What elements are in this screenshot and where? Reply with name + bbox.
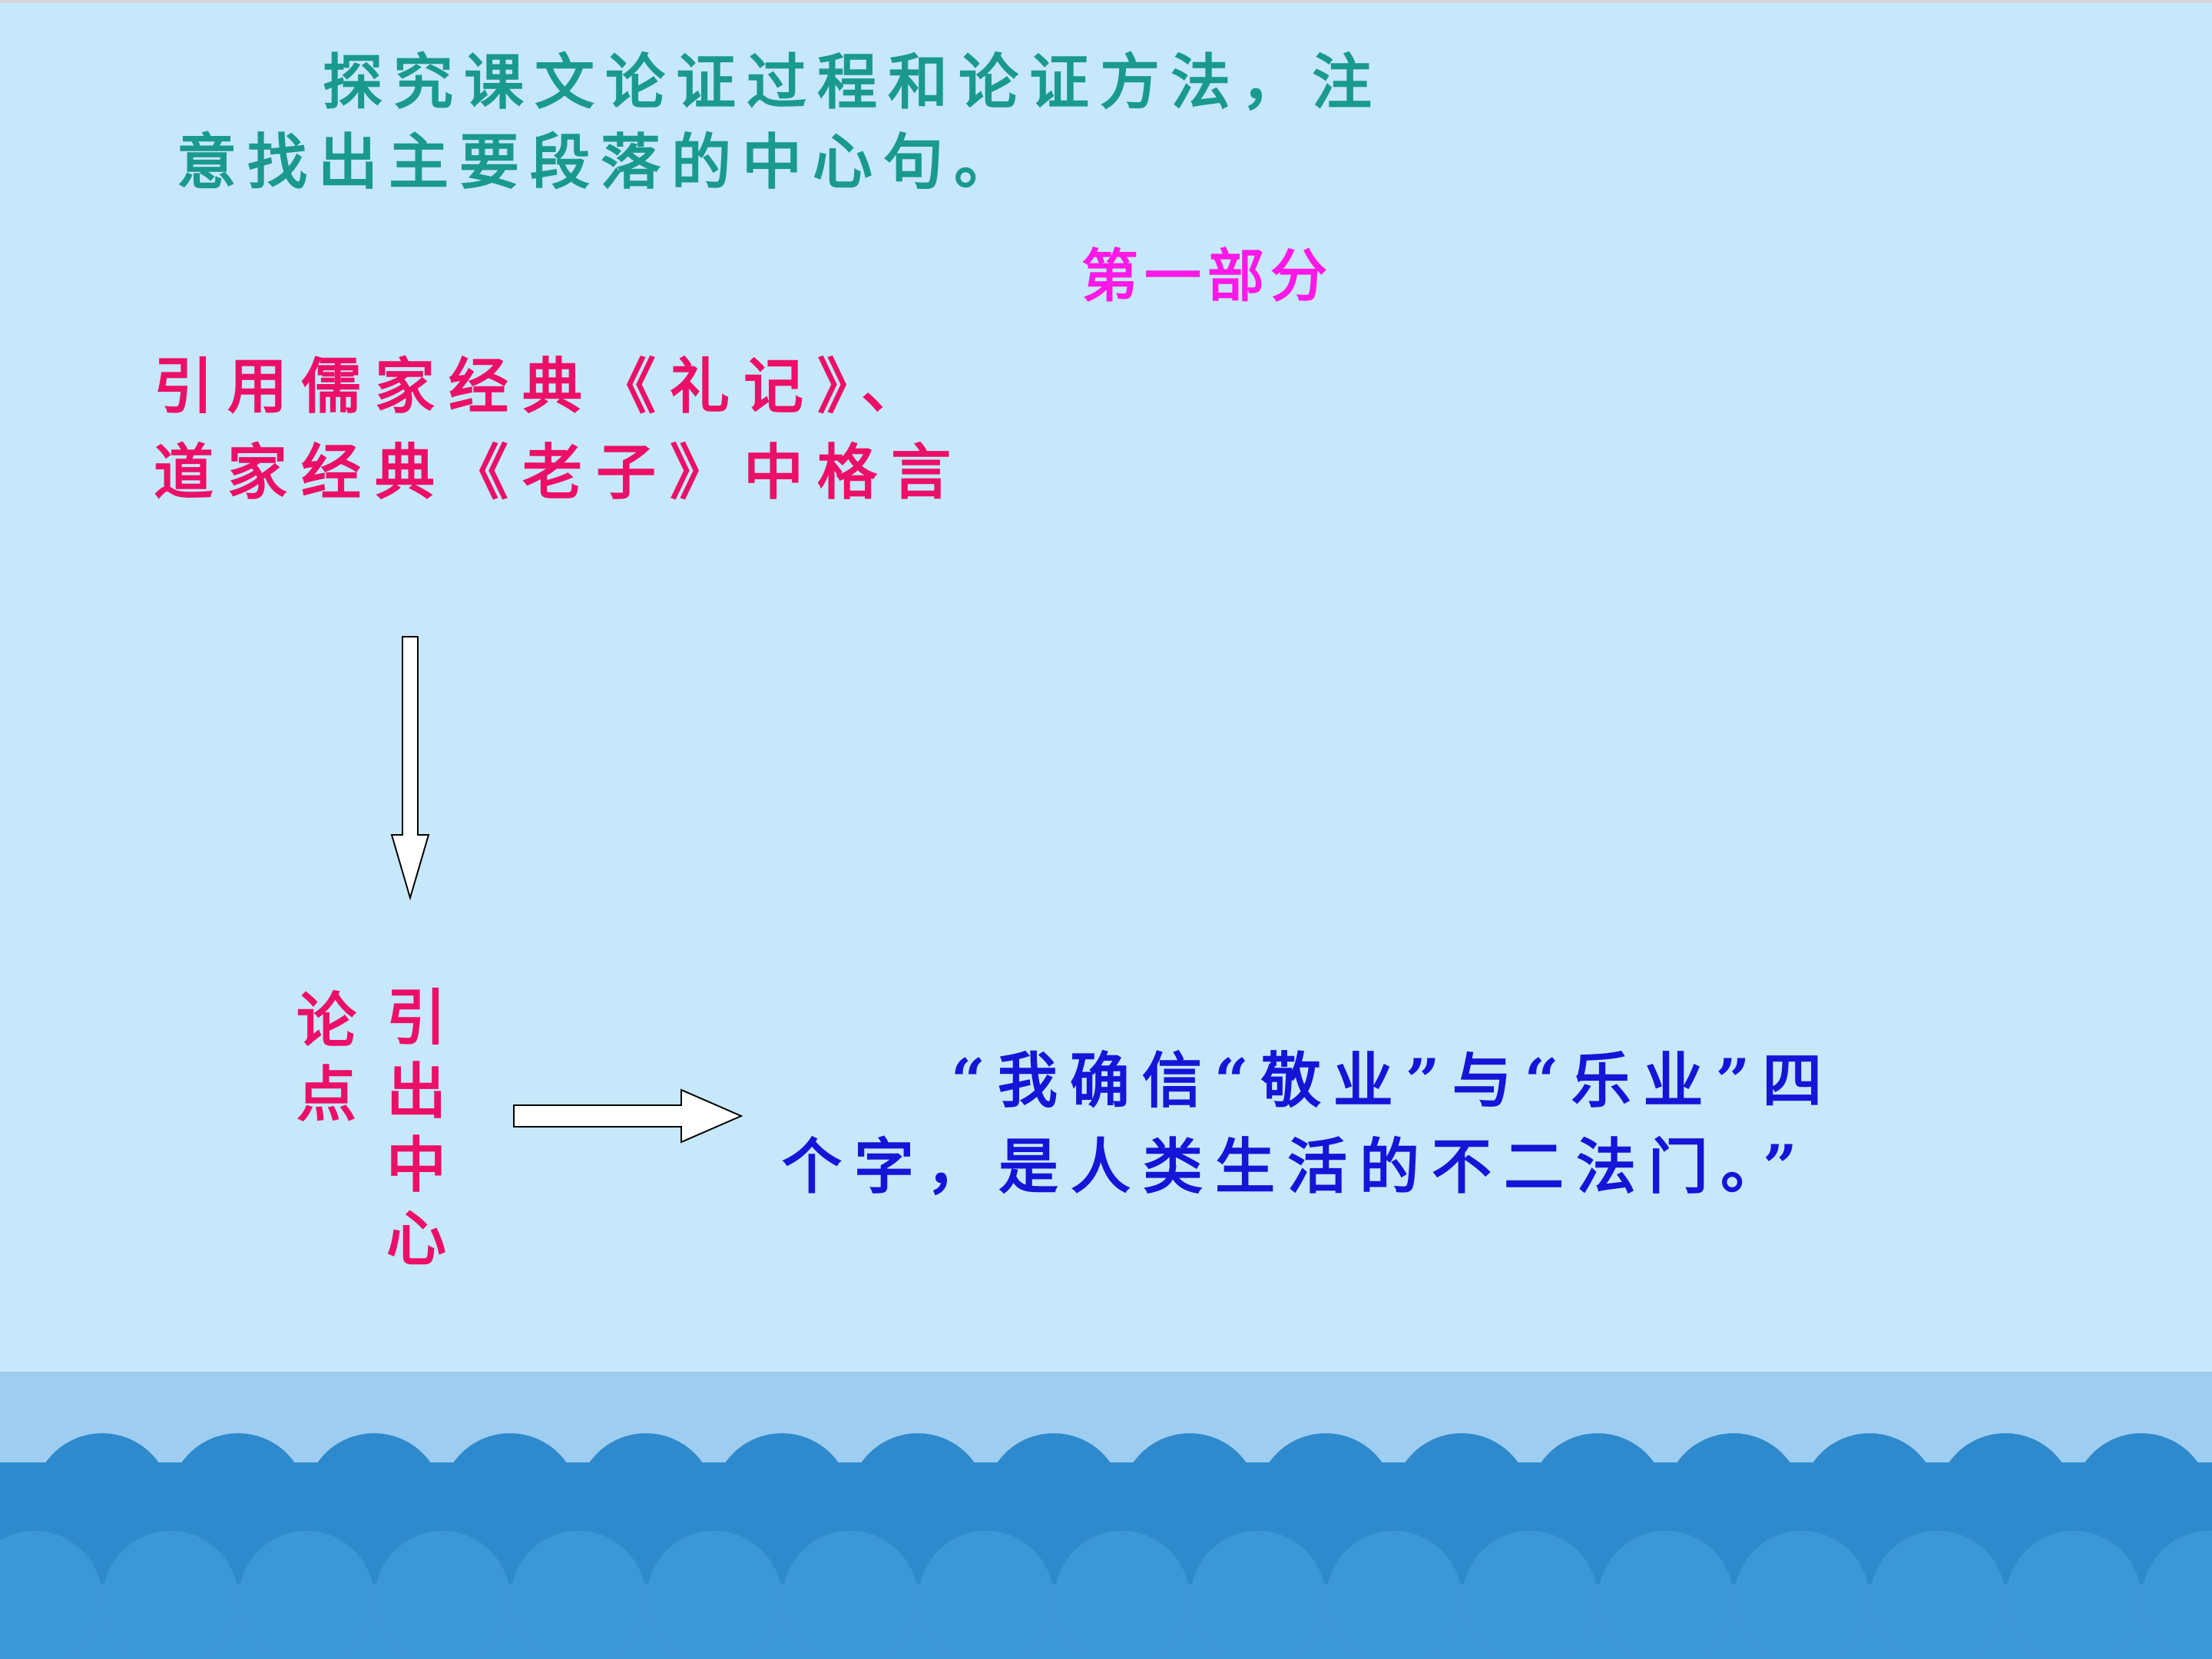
wave-front-bubble	[647, 1531, 782, 1659]
thesis-line-2: 个字，是人类生活的不二法门。”	[782, 1132, 1810, 1202]
instruction-line-2: 意找出主要段落的中心句。	[177, 127, 1025, 197]
thesis-text: “我确信“敬业”与“乐业”四 个字，是人类生活的不二法门。”	[782, 1038, 1834, 1210]
wave-back-bubble	[169, 1433, 307, 1571]
section-title: 第一部分	[1081, 243, 1333, 310]
wave-front-bubble	[1870, 1531, 2005, 1659]
label-lead-center-char-1: 引	[386, 983, 446, 1053]
wave-front-bubble	[239, 1531, 374, 1659]
wave-back-bubble	[33, 1433, 171, 1571]
wave-front-bubble	[1190, 1531, 1326, 1659]
wave-back-bubble	[2072, 1433, 2210, 1571]
quote-source-line-1: 引用儒家经典《礼记》、	[154, 352, 935, 422]
right-arrow	[513, 1088, 743, 1144]
instruction-line-1: 探究课文论证过程和论证方法，注	[323, 48, 1383, 118]
slide-top-edge	[0, 0, 2212, 3]
label-argument-char-2: 点	[296, 1060, 356, 1130]
label-lead-center-char-3: 中	[386, 1131, 446, 1200]
wave-front-bubble	[2142, 1531, 2212, 1659]
wave-back-bubble	[1528, 1433, 1667, 1571]
instruction-text: 探究课文论证过程和论证方法，注 意找出主要段落的中心句。	[177, 43, 1382, 203]
wave-front-bubble	[103, 1531, 238, 1659]
wave-back-bubble	[1257, 1433, 1395, 1571]
label-argument-char-1: 论	[296, 986, 356, 1056]
wave-front-bubble	[0, 1531, 102, 1659]
wave-back-bubble	[1392, 1433, 1531, 1571]
wave-front-bubble	[919, 1531, 1054, 1659]
wave-front-bubble	[1326, 1531, 1462, 1659]
wave-front-bubble	[1055, 1531, 1190, 1659]
label-lead-center: 引 出 中 心	[382, 982, 451, 1277]
label-lead-center-char-2: 出	[386, 1057, 446, 1127]
wave-front-bubble	[2006, 1531, 2141, 1659]
wave-front-bubble	[375, 1531, 510, 1659]
wave-back-bubble	[1800, 1433, 1939, 1571]
label-lead-center-char-4: 心	[386, 1204, 446, 1274]
wave-back-bubble	[849, 1433, 987, 1571]
wave-front-bubble	[1598, 1531, 1734, 1659]
wave-back-bubble	[985, 1433, 1123, 1571]
wave-back-bubble	[713, 1433, 851, 1571]
wave-back-bubble	[1936, 1433, 2075, 1571]
wave-back-bubble	[305, 1433, 443, 1571]
wave-row-front	[0, 1531, 2212, 1659]
label-argument: 论 点	[292, 985, 361, 1132]
thesis-line-1: “我确信“敬业”与“乐业”四	[951, 1046, 1835, 1116]
wave-back-bubble	[1121, 1433, 1259, 1571]
wave-front-bubble	[1462, 1531, 1598, 1659]
quote-source-text: 引用儒家经典《礼记》、 道家经典《老子》中格言	[154, 344, 965, 516]
wave-back-bubble	[1664, 1433, 1803, 1571]
down-arrow	[390, 636, 430, 901]
wave-back-bubble	[441, 1433, 579, 1571]
wave-front-bubble	[511, 1531, 646, 1659]
quote-source-line-2: 道家经典《老子》中格言	[154, 438, 965, 508]
wave-decoration	[0, 1433, 2212, 1659]
wave-back-bubble	[577, 1433, 715, 1571]
wave-front-bubble	[783, 1531, 918, 1659]
wave-front-bubble	[1734, 1531, 1869, 1659]
